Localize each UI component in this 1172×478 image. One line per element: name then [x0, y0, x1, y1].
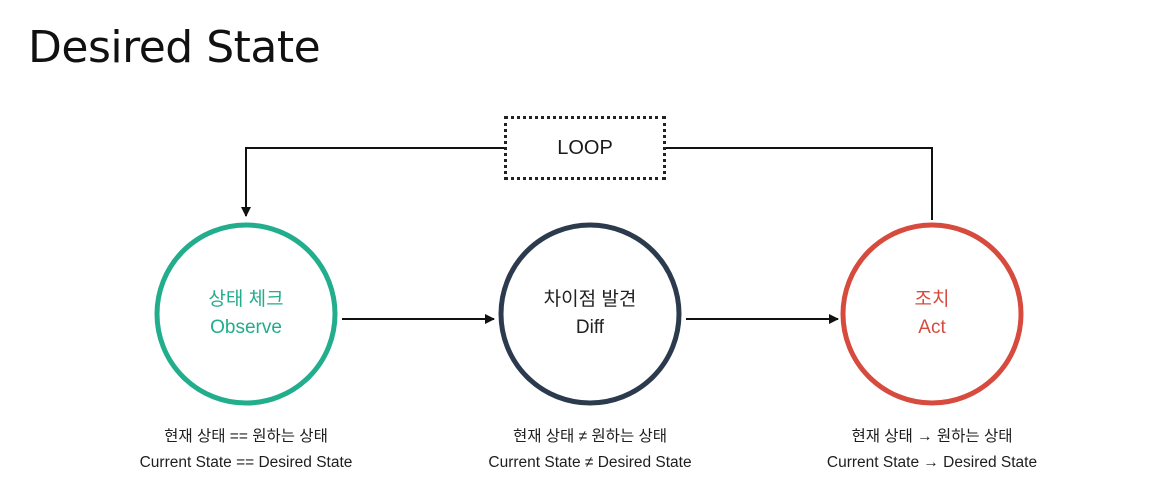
act-english-label: Act [918, 317, 946, 338]
diff-node-circle [498, 222, 682, 406]
act-caption-english: Current State → Desired State [826, 454, 1038, 471]
loop-label: LOOP [557, 136, 613, 159]
page-title: Desired State [28, 22, 321, 73]
diff-korean-label: 차이점 발견 [543, 289, 637, 310]
diff-caption-korean: 현재 상태 ≠ 원하는 상태 [512, 428, 668, 445]
diff-english-label: Diff [575, 317, 605, 338]
observe-caption: 현재 상태 == 원하는 상태 Current State == Desired… [106, 424, 386, 476]
observe-english-label: Observe [210, 317, 282, 338]
act-node-circle [840, 222, 1024, 406]
diff-caption-english: Current State ≠ Desired State [488, 454, 692, 471]
observe-node-label: 상태 체크 Observe [166, 286, 326, 342]
observe-caption-korean: 현재 상태 == 원하는 상태 [164, 428, 328, 445]
observe-caption-english: Current State == Desired State [139, 454, 353, 471]
act-korean-label: 조치 [914, 289, 950, 310]
loop-box: LOOP [504, 116, 666, 180]
observe-node-circle [154, 222, 338, 406]
observe-korean-label: 상태 체크 [208, 289, 284, 310]
diff-node-label: 차이점 발견 Diff [510, 286, 670, 342]
act-node-label: 조치 Act [852, 286, 1012, 342]
loop-connector [246, 147, 933, 220]
act-caption: 현재 상태 → 원하는 상태 Current State → Desired S… [792, 424, 1072, 476]
act-caption-korean: 현재 상태 → 원하는 상태 [851, 428, 1013, 445]
diff-caption: 현재 상태 ≠ 원하는 상태 Current State ≠ Desired S… [450, 424, 730, 476]
